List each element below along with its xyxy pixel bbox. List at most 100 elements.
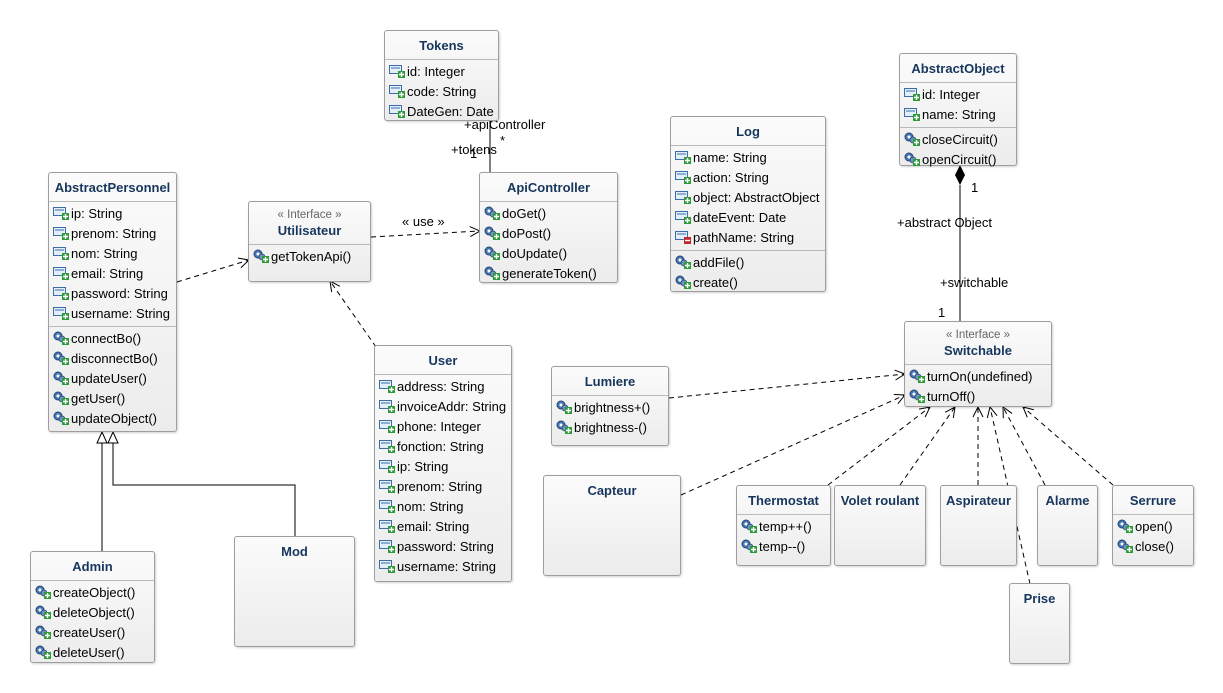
class-aspirateur[interactable]: Aspirateur <box>940 485 1017 566</box>
class-header: Log <box>671 117 825 146</box>
attribute-name[interactable]: name: String <box>671 148 825 168</box>
field-icon <box>379 479 395 493</box>
attribute-email[interactable]: email: String <box>49 264 176 284</box>
attribute-id[interactable]: id: Integer <box>900 85 1016 105</box>
attribute-action[interactable]: action: String <box>671 168 825 188</box>
member-text: ip: String <box>71 206 123 221</box>
attribute-nom[interactable]: nom: String <box>49 244 176 264</box>
operation-opencircuit[interactable]: openCircuit() <box>900 150 1016 170</box>
method-icon <box>741 519 757 533</box>
member-text: email: String <box>71 266 144 281</box>
operation-temp[interactable]: temp--() <box>737 537 830 557</box>
operation-createobject[interactable]: createObject() <box>31 583 154 603</box>
field-icon <box>379 539 395 553</box>
attribute-name[interactable]: name: String <box>900 105 1016 125</box>
capteur-switchable-realization <box>680 395 905 496</box>
attribute-ip[interactable]: ip: String <box>49 204 176 224</box>
attribute-password[interactable]: password: String <box>49 284 176 304</box>
attribute-dategen[interactable]: DateGen: Date <box>385 102 498 122</box>
attribute-password[interactable]: password: String <box>375 537 511 557</box>
member-text: ip: String <box>397 459 449 474</box>
member-text: turnOn(undefined) <box>927 369 1033 384</box>
operation-brightness[interactable]: brightness+() <box>552 398 668 418</box>
attribute-id[interactable]: id: Integer <box>385 62 498 82</box>
operation-deleteuser[interactable]: deleteUser() <box>31 643 154 663</box>
operation-brightness[interactable]: brightness-() <box>552 418 668 438</box>
class-alarme[interactable]: Alarme <box>1037 485 1098 566</box>
operation-open[interactable]: open() <box>1113 517 1193 537</box>
member-text: email: String <box>397 519 470 534</box>
operation-closecircuit[interactable]: closeCircuit() <box>900 130 1016 150</box>
operation-updateobject[interactable]: updateObject() <box>49 409 176 429</box>
class-header: « Interface »Switchable <box>905 322 1051 365</box>
operation-dopost[interactable]: doPost() <box>480 224 617 244</box>
attribute-object[interactable]: object: AbstractObject <box>671 188 825 208</box>
class-user[interactable]: User address: String invoiceAddr: String ph… <box>374 345 512 582</box>
attribute-ip[interactable]: ip: String <box>375 457 511 477</box>
use-stereotype-label: « use » <box>402 214 445 229</box>
class-mod[interactable]: Mod <box>234 536 355 647</box>
attribute-address[interactable]: address: String <box>375 377 511 397</box>
member-text: username: String <box>397 559 496 574</box>
operation-connectbo[interactable]: connectBo() <box>49 329 176 349</box>
attribute-username[interactable]: username: String <box>375 557 511 577</box>
member-text: password: String <box>397 539 494 554</box>
attribute-code[interactable]: code: String <box>385 82 498 102</box>
attribute-prenom[interactable]: prenom: String <box>375 477 511 497</box>
field-icon <box>379 379 395 393</box>
operation-turnon-undefined[interactable]: turnOn(undefined) <box>905 367 1051 387</box>
operation-deleteobject[interactable]: deleteObject() <box>31 603 154 623</box>
member-text: deleteObject() <box>53 605 135 620</box>
operation-temp[interactable]: temp++() <box>737 517 830 537</box>
attribute-dateevent[interactable]: dateEvent: Date <box>671 208 825 228</box>
attribute-email[interactable]: email: String <box>375 517 511 537</box>
abstractpersonnel-utilisateur-dependency <box>176 260 249 283</box>
class-prise[interactable]: Prise <box>1009 583 1070 664</box>
attribute-pathname[interactable]: pathName: String <box>671 228 825 248</box>
attribute-fonction[interactable]: fonction: String <box>375 437 511 457</box>
operations-compartment: open()close() <box>1113 515 1193 559</box>
field-icon <box>53 206 69 220</box>
operations-compartment: getTokenApi() <box>249 245 370 269</box>
operation-doupdate[interactable]: doUpdate() <box>480 244 617 264</box>
member-text: DateGen: Date <box>407 104 494 119</box>
operation-getuser[interactable]: getUser() <box>49 389 176 409</box>
operation-turnoff[interactable]: turnOff() <box>905 387 1051 407</box>
class-serrure[interactable]: Serrure open()close() <box>1112 485 1194 566</box>
attribute-invoiceaddr[interactable]: invoiceAddr: String <box>375 397 511 417</box>
class-capteur[interactable]: Capteur <box>543 475 681 576</box>
attribute-prenom[interactable]: prenom: String <box>49 224 176 244</box>
operation-gettokenapi[interactable]: getTokenApi() <box>249 247 370 267</box>
operation-createuser[interactable]: createUser() <box>31 623 154 643</box>
operation-updateuser[interactable]: updateUser() <box>49 369 176 389</box>
operation-addfile[interactable]: addFile() <box>671 253 825 273</box>
member-text: deleteUser() <box>53 645 125 660</box>
method-icon <box>556 420 572 434</box>
method-icon <box>909 389 925 403</box>
voletroulant-switchable-realization <box>899 407 955 486</box>
class-switchable[interactable]: « Interface »Switchable turnOn(undefined)… <box>904 321 1052 407</box>
class-name: User <box>428 353 458 368</box>
attribute-nom[interactable]: nom: String <box>375 497 511 517</box>
method-icon <box>1117 519 1133 533</box>
operation-disconnectbo[interactable]: disconnectBo() <box>49 349 176 369</box>
class-volet-roulant[interactable]: Volet roulant <box>834 485 926 566</box>
member-text: invoiceAddr: String <box>397 399 507 414</box>
operation-close[interactable]: close() <box>1113 537 1193 557</box>
attribute-username[interactable]: username: String <box>49 304 176 324</box>
operation-generatetoken[interactable]: generateToken() <box>480 264 617 284</box>
operation-doget[interactable]: doGet() <box>480 204 617 224</box>
attribute-phone[interactable]: phone: Integer <box>375 417 511 437</box>
operation-create[interactable]: create() <box>671 273 825 293</box>
class-name: Serrure <box>1129 493 1177 508</box>
